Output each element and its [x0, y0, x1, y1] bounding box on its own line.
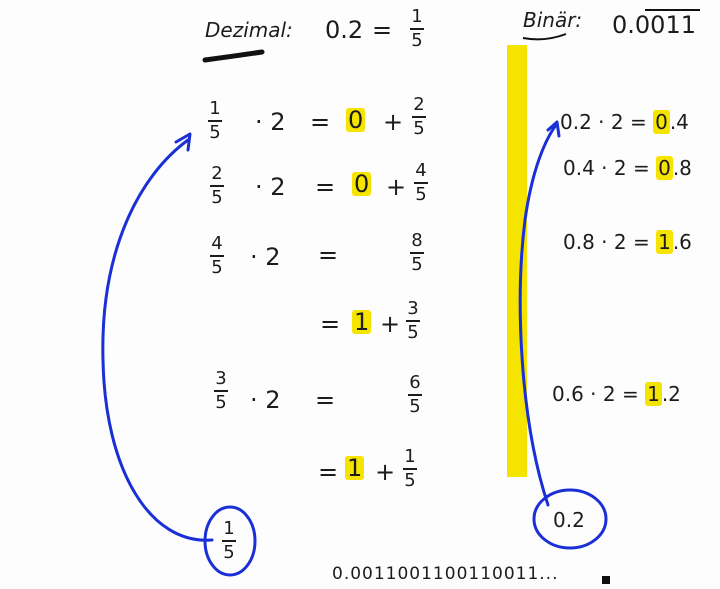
fraction-step-1-eq: =	[310, 108, 331, 136]
right-loop-arrow	[518, 123, 558, 507]
binaer-label: Binär:	[523, 8, 583, 32]
fraction-step-3-mult: · 2	[250, 243, 281, 271]
left-loop-arrow	[101, 138, 214, 542]
decimal-step-2: 0.4 · 2 = 0.8	[563, 156, 692, 180]
dezimal-value: 0.2	[325, 16, 364, 44]
fraction-step-2-mult: · 2	[255, 173, 286, 201]
left-loop-arrowhead	[174, 132, 192, 152]
fraction-step-6-plus: +	[375, 458, 396, 486]
binary-sequence: 0.0011001100110011...	[332, 564, 559, 584]
fraction-step-5-eq: =	[315, 386, 336, 414]
right-loop-circle	[532, 488, 608, 550]
decimal-step-1: 0.2 · 2 = 0.4	[560, 110, 689, 134]
fraction-step-1-mult: · 2	[255, 108, 286, 136]
binaer-value: 0.0011	[612, 11, 696, 39]
fraction-step-5-mult: · 2	[250, 386, 281, 414]
decimal-step-4: 0.6 · 2 = 1.2	[552, 382, 681, 406]
right-loop-arrowhead	[546, 120, 561, 138]
binaer-underline	[522, 33, 567, 41]
fraction-step-2-eq: =	[315, 173, 336, 201]
decimal-step-3: 0.8 · 2 = 1.6	[563, 230, 692, 254]
right-loop-value: 0.2	[553, 508, 585, 532]
dezimal-equals: =	[372, 16, 393, 44]
fraction-step-6-digit: 1	[345, 454, 365, 482]
pen-cursor	[602, 576, 610, 584]
dezimal-label: Dezimal:	[205, 18, 293, 42]
fraction-step-1-digit: 0	[346, 106, 366, 134]
highlight-divider	[507, 45, 527, 477]
left-loop-circle	[203, 505, 257, 577]
fraction-step-1-plus: +	[383, 108, 404, 136]
fraction-step-4-eq: =	[320, 310, 341, 338]
fraction-step-4-plus: +	[380, 310, 401, 338]
fraction-step-2-digit: 0	[352, 170, 372, 198]
fraction-step-6-eq: =	[318, 458, 339, 486]
fraction-step-3-eq: =	[318, 241, 339, 269]
fraction-step-4-digit: 1	[352, 308, 372, 336]
dezimal-underline	[202, 49, 265, 63]
fraction-step-2-plus: +	[386, 173, 407, 201]
